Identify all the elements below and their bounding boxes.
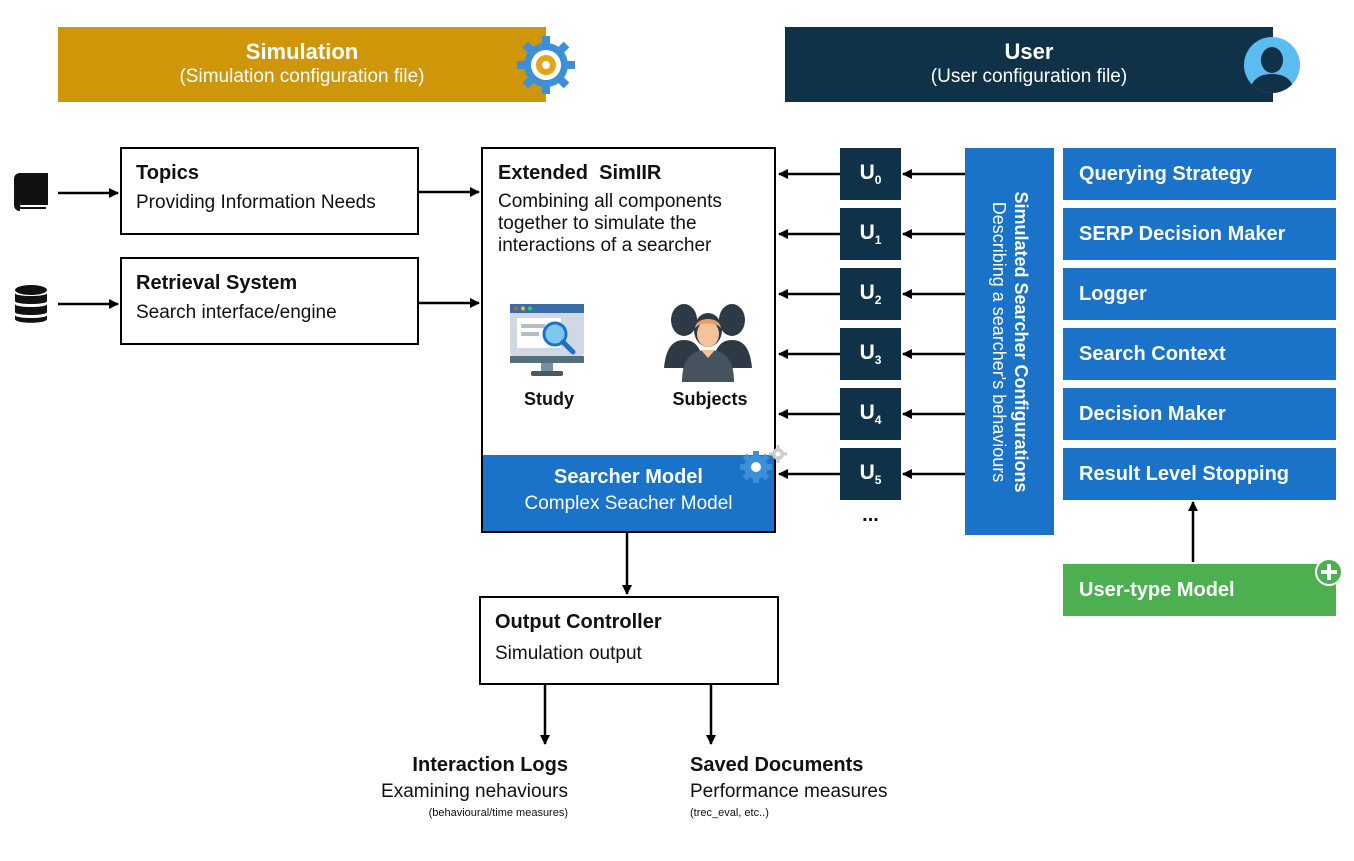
user-index: 1 xyxy=(874,233,882,248)
simiir-description-line: Combining all components xyxy=(498,191,722,212)
user-banner: User (User configuration file) xyxy=(785,27,1273,102)
interaction-logs-subtitle: Examining nehaviours xyxy=(381,781,568,802)
user-letter: U xyxy=(859,281,875,304)
topics-box: Topics Providing Information Needs xyxy=(120,147,419,235)
config-panel-text: Simulated Searcher Configurations Descri… xyxy=(988,191,1032,492)
saved-documents-title: Saved Documents xyxy=(690,754,864,776)
database-icon xyxy=(14,284,48,324)
simulation-banner: Simulation (Simulation configuration fil… xyxy=(58,27,546,102)
searcher-model-box: Searcher Model Complex Seacher Model xyxy=(481,455,776,533)
user-index: 3 xyxy=(874,353,882,368)
user-type-model-box: User-type Model xyxy=(1063,564,1336,616)
topics-title: Topics xyxy=(136,162,199,184)
user-subtitle: (User configuration file) xyxy=(930,66,1128,87)
user-letter: U xyxy=(859,161,875,184)
study-label: Study xyxy=(523,389,574,409)
simiir-description: Combining all components together to sim… xyxy=(498,191,774,257)
config-panel: Simulated Searcher Configurations Descri… xyxy=(965,148,1054,535)
saved-documents-note: (trec_eval, etc..) xyxy=(690,807,769,819)
user-letter: U xyxy=(859,341,875,364)
interaction-logs-title: Interaction Logs xyxy=(412,754,568,776)
user-avatar-icon xyxy=(1243,36,1301,94)
component-serp-decision-maker: SERP Decision Maker xyxy=(1063,208,1336,260)
searcher-model-subtitle: Complex Seacher Model xyxy=(524,493,733,514)
user-index: 2 xyxy=(874,293,882,308)
simiir-description-line: interactions of a searcher xyxy=(498,235,712,256)
retrieval-title: Retrieval System xyxy=(136,272,298,294)
simulation-title: Simulation xyxy=(245,39,359,64)
interaction-logs: Interaction Logs Examining nehaviours (b… xyxy=(300,754,568,819)
topics-subtitle: Providing Information Needs xyxy=(136,192,376,213)
subjects-people-icon xyxy=(664,298,752,382)
component-logger: Logger xyxy=(1063,268,1336,320)
user-letter: U xyxy=(859,221,875,244)
book-icon xyxy=(12,173,50,211)
user-letter: U xyxy=(859,461,875,484)
user-box-5: U5 xyxy=(840,448,901,500)
user-letter: U xyxy=(859,401,875,424)
study-monitor-icon xyxy=(507,300,587,380)
searcher-model-title: Searcher Model xyxy=(554,466,703,488)
simiir-title: Extended SimIIR xyxy=(498,162,662,184)
output-controller-box: Output Controller Simulation output xyxy=(479,596,779,685)
config-panel-title: Simulated Searcher Configurations xyxy=(1010,190,1031,493)
gear-icon xyxy=(515,34,577,96)
interaction-logs-note: (behavioural/time measures) xyxy=(428,807,568,819)
component-decision-maker: Decision Maker xyxy=(1063,388,1336,440)
output-controller-subtitle: Simulation output xyxy=(495,643,642,664)
user-box-4: U4 xyxy=(840,388,901,440)
config-panel-subtitle: Describing a searcher's behaviours xyxy=(988,201,1009,482)
users-ellipsis: ... xyxy=(862,504,879,526)
component-querying-strategy: Querying Strategy xyxy=(1063,148,1336,200)
retrieval-system-box: Retrieval System Search interface/engine xyxy=(120,257,419,345)
component-search-context: Search Context xyxy=(1063,328,1336,380)
saved-documents-subtitle: Performance measures xyxy=(690,781,888,802)
user-index: 4 xyxy=(874,413,882,428)
output-controller-title: Output Controller xyxy=(495,611,662,633)
component-result-level-stopping: Result Level Stopping xyxy=(1063,448,1336,500)
user-index: 0 xyxy=(874,173,882,188)
subjects-label: Subjects xyxy=(672,389,748,409)
user-box-3: U3 xyxy=(840,328,901,380)
user-index: 5 xyxy=(874,473,882,488)
simiir-description-line: together to simulate the xyxy=(498,213,697,234)
user-box-0: U0 xyxy=(840,148,901,200)
user-box-2: U2 xyxy=(840,268,901,320)
plus-icon xyxy=(1315,558,1343,586)
user-box-1: U1 xyxy=(840,208,901,260)
user-title: User xyxy=(1004,39,1054,64)
simulation-subtitle: (Simulation configuration file) xyxy=(179,66,425,87)
saved-documents: Saved Documents Performance measures (tr… xyxy=(690,754,990,819)
retrieval-subtitle: Search interface/engine xyxy=(136,302,337,323)
settings-gears-icon xyxy=(738,443,790,485)
